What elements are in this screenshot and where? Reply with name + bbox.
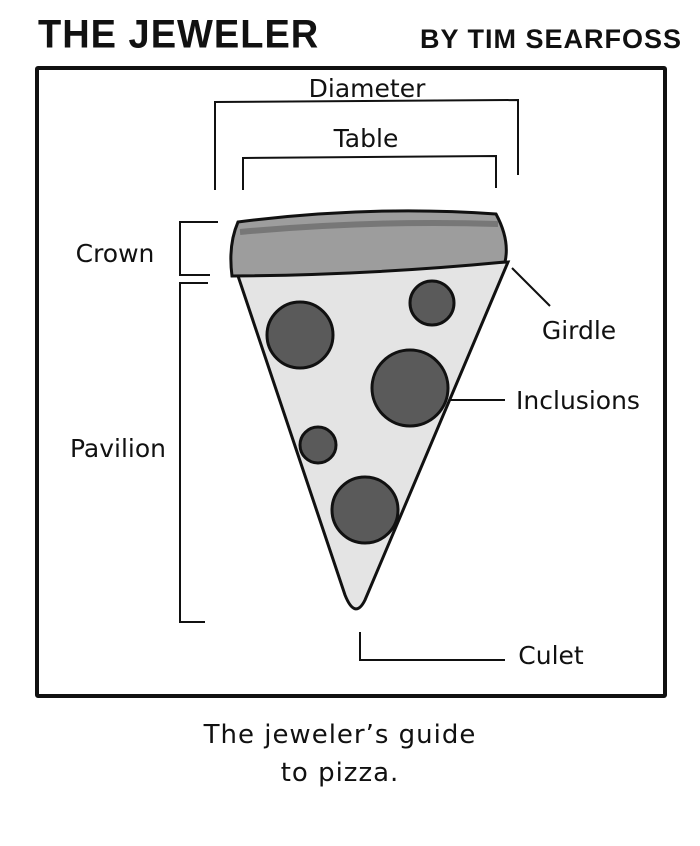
- comic-title: THE JEWELER: [38, 12, 320, 58]
- label-inclusions: Inclusions: [516, 386, 640, 415]
- caption: The jeweler’s guide to pizza.: [0, 716, 680, 792]
- label-crown: Crown: [75, 239, 155, 268]
- label-diameter: Diameter: [308, 74, 426, 103]
- pepperoni: [298, 425, 338, 465]
- girdle-pointer: [511, 267, 551, 307]
- pavilion-bracket: [179, 282, 208, 623]
- label-table: Table: [333, 124, 399, 153]
- culet-pointer: [359, 632, 505, 661]
- pepperoni: [370, 348, 450, 428]
- pizza-slice: [229, 209, 511, 611]
- pepperoni: [408, 279, 456, 327]
- comic-panel: [35, 66, 667, 698]
- label-pavilion: Pavilion: [69, 434, 167, 463]
- crown-bracket: [179, 221, 218, 276]
- table-bracket: [242, 154, 497, 190]
- pepperoni: [330, 475, 400, 545]
- label-culet: Culet: [518, 641, 584, 670]
- diameter-bracket: [214, 98, 519, 190]
- byline: BY TIM SEARFOSS: [420, 24, 683, 54]
- caption-line-1: The jeweler’s guide: [203, 720, 477, 750]
- pepperoni: [265, 300, 335, 370]
- caption-line-2: to pizza.: [280, 758, 400, 788]
- label-girdle: Girdle: [541, 316, 617, 345]
